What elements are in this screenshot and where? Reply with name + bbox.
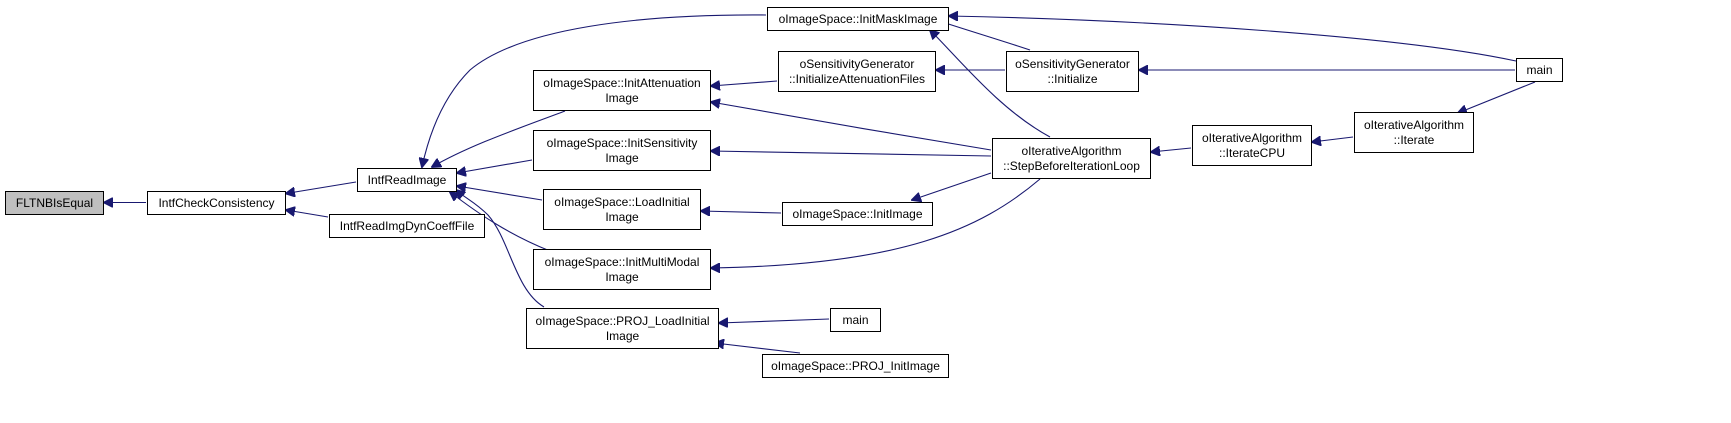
node-box xyxy=(533,70,711,111)
node-label: oSensitivityGenerator xyxy=(800,57,915,71)
edge-step-before-iteration-loop-to-init-multi-modal-image xyxy=(711,178,1041,268)
node-label: IntfCheckConsistency xyxy=(158,196,274,210)
edge-init-image-to-load-initial-image xyxy=(701,211,782,213)
edge-main-proj-to-proj-load-initial-image xyxy=(719,319,830,323)
edge-step-before-iteration-loop-to-init-image xyxy=(912,172,992,200)
node-label: oImageSpace::PROJ_InitImage xyxy=(771,359,940,373)
node-label: oIterativeAlgorithm xyxy=(1021,144,1121,158)
node-label: Image xyxy=(605,91,639,105)
node-box xyxy=(329,214,485,238)
node-fltnb-is-equal[interactable]: FLTNBIsEqual xyxy=(5,191,104,215)
node-box xyxy=(147,191,286,215)
edges-layer xyxy=(104,14,1536,354)
edge-intf-read-img-dyn-coeff-file-to-intf-check-consistency xyxy=(286,210,329,218)
node-label: main xyxy=(842,313,868,327)
node-step-before-iteration-loop[interactable]: oIterativeAlgorithm::StepBeforeIteration… xyxy=(992,138,1151,179)
edge-init-attenuation-image-to-intf-read-image xyxy=(432,110,566,167)
edge-iterate-to-iterate-cpu xyxy=(1312,137,1354,142)
node-main-proj[interactable]: main xyxy=(830,308,881,332)
node-proj-init-image[interactable]: oImageSpace::PROJ_InitImage xyxy=(762,354,949,378)
node-box xyxy=(526,308,719,349)
node-label: oImageSpace::InitAttenuation xyxy=(543,76,700,90)
node-label: Image xyxy=(605,270,639,284)
edge-sens-init-attenuation-files-to-init-attenuation-image xyxy=(711,81,778,86)
edge-main-to-iterate xyxy=(1458,81,1536,113)
node-label: oImageSpace::InitMultiModal xyxy=(545,255,700,269)
edge-step-before-iteration-loop-to-init-mask-image xyxy=(930,30,1051,138)
node-main[interactable]: main xyxy=(1516,58,1563,82)
node-label: Image xyxy=(606,329,640,343)
node-box xyxy=(830,308,881,332)
node-label: ::StepBeforeIterationLoop xyxy=(1003,159,1140,173)
edge-init-mask-image-to-intf-read-image xyxy=(422,14,767,167)
node-box xyxy=(543,189,701,230)
node-init-mask-image[interactable]: oImageSpace::InitMaskImage xyxy=(767,7,949,31)
node-label: ::IterateCPU xyxy=(1219,146,1285,160)
node-box xyxy=(762,354,949,378)
node-box xyxy=(778,51,936,92)
node-label: oImageSpace::InitSensitivity xyxy=(547,136,698,150)
node-box xyxy=(357,168,457,192)
node-box xyxy=(992,138,1151,179)
node-box xyxy=(1192,125,1312,166)
edge-main-to-init-mask-image xyxy=(949,16,1517,62)
node-box xyxy=(1516,58,1563,82)
node-intf-check-consistency[interactable]: IntfCheckConsistency xyxy=(147,191,286,215)
edge-proj-load-initial-image-to-intf-read-image xyxy=(456,190,545,308)
node-label: ::Iterate xyxy=(1394,133,1435,147)
node-box xyxy=(1354,112,1474,153)
node-label: IntfReadImgDynCoeffFile xyxy=(340,219,475,233)
node-label: main xyxy=(1526,63,1552,77)
edge-init-sensitivity-image-to-intf-read-image xyxy=(457,159,533,173)
node-label: oImageSpace::InitMaskImage xyxy=(779,12,938,26)
node-box xyxy=(1006,51,1139,92)
edge-proj-init-image-to-proj-load-initial-image xyxy=(715,343,801,354)
node-label: oIterativeAlgorithm xyxy=(1364,118,1464,132)
edge-iterate-cpu-to-step-before-iteration-loop xyxy=(1151,148,1192,152)
node-init-image[interactable]: oImageSpace::InitImage xyxy=(782,202,933,226)
node-intf-read-image[interactable]: IntfReadImage xyxy=(357,168,457,192)
node-label: oImageSpace::LoadInitial xyxy=(554,195,689,209)
node-label: oImageSpace::InitImage xyxy=(792,207,922,221)
node-iterate-cpu[interactable]: oIterativeAlgorithm::IterateCPU xyxy=(1192,125,1312,166)
node-label: FLTNBIsEqual xyxy=(16,196,93,210)
edge-load-initial-image-to-intf-read-image xyxy=(457,186,543,201)
node-box xyxy=(5,191,104,215)
node-intf-read-img-dyn-coeff-file[interactable]: IntfReadImgDynCoeffFile xyxy=(329,214,485,238)
edge-intf-read-image-to-intf-check-consistency xyxy=(286,181,357,194)
edge-step-before-iteration-loop-to-init-attenuation-image xyxy=(711,102,992,151)
node-label: Image xyxy=(605,210,639,224)
node-label: oIterativeAlgorithm xyxy=(1202,131,1302,145)
node-box xyxy=(533,249,711,290)
node-label: oSensitivityGenerator xyxy=(1015,57,1130,71)
node-sens-initialize[interactable]: oSensitivityGenerator::Initialize xyxy=(1006,51,1139,92)
node-box xyxy=(782,202,933,226)
node-label: IntfReadImage xyxy=(368,173,447,187)
edge-step-before-iteration-loop-to-init-sensitivity-image xyxy=(711,151,992,157)
node-label: oImageSpace::PROJ_LoadInitial xyxy=(535,314,709,328)
node-box xyxy=(767,7,949,31)
node-label: Image xyxy=(605,151,639,165)
node-box xyxy=(533,130,711,171)
node-label: ::Initialize xyxy=(1047,72,1097,86)
node-label: ::InitializeAttenuationFiles xyxy=(789,72,925,86)
node-iterate[interactable]: oIterativeAlgorithm::Iterate xyxy=(1354,112,1474,153)
node-sens-init-attenuation-files[interactable]: oSensitivityGenerator::InitializeAttenua… xyxy=(778,51,936,92)
